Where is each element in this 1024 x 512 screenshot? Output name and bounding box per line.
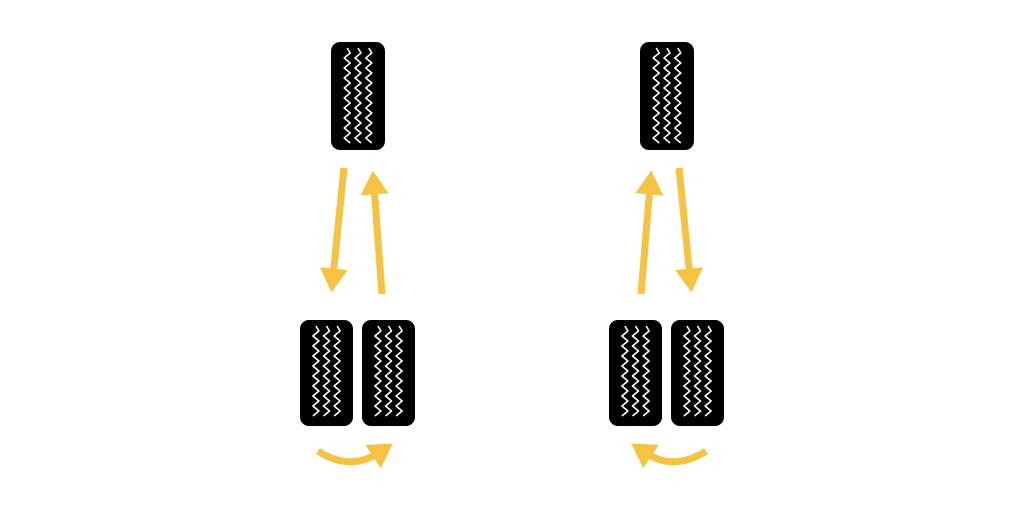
tread-groove [354,47,362,144]
tread-groove [683,325,691,417]
tread-groove [704,325,712,417]
rear-to-front-arrow-icon [635,170,664,295]
right-rotation-diagram [609,42,724,469]
inner-to-outer-curved-arrow-icon [316,443,393,469]
tread-groove [384,325,393,417]
rear-outer-tire-icon [671,320,724,426]
rear-outer-tire-icon [362,320,415,426]
rear-inner-tire-icon [300,320,353,426]
tread-groove [642,325,650,417]
tread-groove [312,325,320,417]
tread-groove [674,47,682,144]
tread-groove [333,325,341,417]
left-rotation-diagram [300,42,415,469]
front-tire-icon [331,42,385,150]
tread-groove [631,325,640,417]
rear-to-front-arrow-icon [360,170,389,295]
rear-inner-tire-icon [609,320,662,426]
tread-groove [343,47,351,144]
tread-groove [693,325,702,417]
outer-to-inner-curved-arrow-icon [631,443,708,469]
tread-groove [395,325,403,417]
tread-groove [322,325,331,417]
tread-groove [365,47,373,144]
front-to-rear-arrow-icon [675,167,704,293]
front-tire-icon [640,42,694,150]
tread-groove [621,325,629,417]
tread-groove [374,325,382,417]
tread-groove [663,47,671,144]
tread-groove [652,47,660,144]
front-to-rear-arrow-icon [319,167,348,293]
